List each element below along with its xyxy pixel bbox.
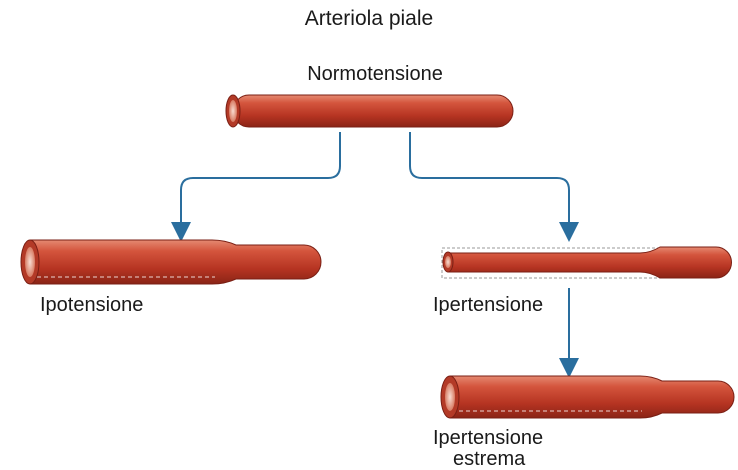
label-normotension: Normotensione bbox=[230, 63, 520, 85]
label-hypertension: Ipertensione bbox=[433, 294, 543, 316]
label-extreme-hypertension: Ipertensione estrema bbox=[433, 428, 543, 470]
label-extreme-line2: estrema bbox=[433, 449, 543, 470]
arrow-to-hypertension bbox=[410, 132, 569, 232]
diagram-title: Arteriola piale bbox=[0, 8, 738, 30]
vessel-hypertension bbox=[442, 247, 731, 278]
vessel-normotension bbox=[226, 95, 513, 127]
vessel-hypotension bbox=[21, 240, 321, 284]
vessel-extreme-hypertension bbox=[441, 376, 734, 418]
arrow-to-hypotension bbox=[181, 132, 340, 232]
label-hypotension: Ipotensione bbox=[40, 294, 143, 316]
label-extreme-line1: Ipertensione bbox=[433, 427, 543, 449]
